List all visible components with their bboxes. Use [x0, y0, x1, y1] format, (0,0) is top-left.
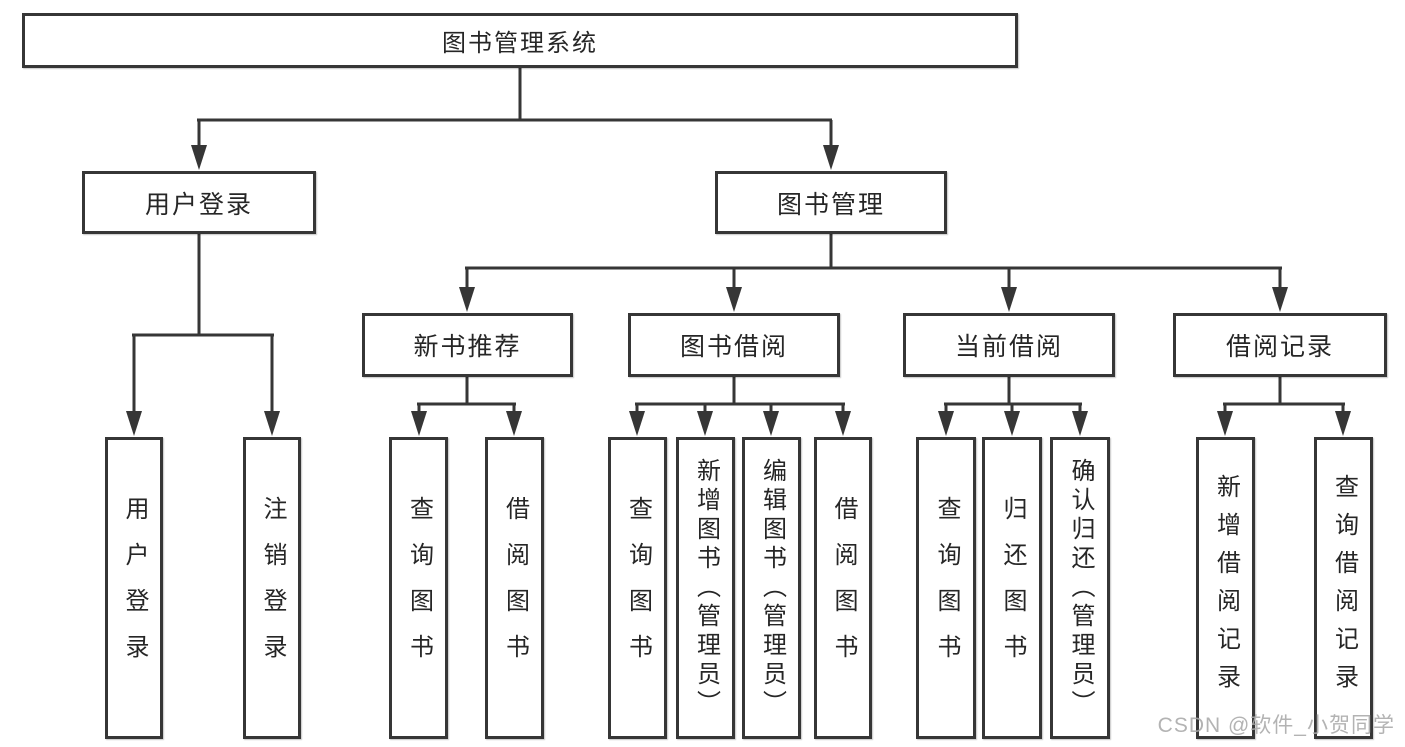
node-label: 注销登录	[259, 496, 286, 680]
node-label: 编辑图书（管理员）	[758, 457, 786, 719]
leaf-logout: 注销登录	[243, 437, 301, 739]
node-label: 图书借阅	[679, 333, 788, 361]
arrowhead	[264, 411, 280, 436]
node-new-book-recommend: 新书推荐	[362, 313, 573, 377]
node-label: 新书推荐	[413, 333, 522, 361]
arrowhead	[1272, 287, 1288, 312]
node-label: 查询图书	[405, 496, 433, 680]
leaf-borrow-query-book: 查询图书	[608, 437, 667, 739]
arrowhead	[191, 145, 207, 170]
node-user-login: 用户登录	[82, 171, 316, 234]
arrowhead	[823, 145, 839, 170]
node-borrow-records: 借阅记录	[1173, 313, 1387, 377]
node-label: 借阅图书	[830, 496, 857, 680]
node-label: 图书管理系统	[442, 30, 598, 57]
node-label: 查询借阅记录	[1330, 474, 1358, 702]
node-label: 新增借阅记录	[1212, 474, 1240, 702]
arrowhead	[506, 411, 522, 436]
node-label: 查询图书	[624, 496, 652, 680]
leaf-query-borrow-record: 查询借阅记录	[1314, 437, 1373, 739]
node-label: 用户登录	[144, 190, 253, 219]
arrowhead	[938, 411, 954, 436]
node-label: 用户登录	[121, 496, 148, 680]
connector-newbookrec-to-leaves	[417, 377, 516, 416]
node-book-borrow: 图书借阅	[628, 313, 840, 377]
arrowhead	[411, 411, 427, 436]
arrowhead	[1004, 411, 1020, 436]
leaf-user-login: 用户登录	[105, 437, 163, 739]
node-current-borrow: 当前借阅	[903, 313, 1115, 377]
connector-borrowrecords-to-leaves	[1223, 377, 1345, 416]
leaf-edit-book-admin: 编辑图书（管理员）	[742, 437, 801, 739]
leaf-current-query-book: 查询图书	[916, 437, 976, 739]
connector-userlogin-to-leaves	[132, 234, 274, 416]
leaf-recommend-query-book: 查询图书	[389, 437, 448, 739]
leaf-add-borrow-record: 新增借阅记录	[1196, 437, 1255, 739]
node-label: 查询图书	[933, 496, 960, 680]
node-label: 新增图书（管理员）	[692, 457, 720, 719]
connector-currentborrow-to-leaves	[944, 377, 1082, 416]
csdn-watermark: CSDN @软件_小贺同学	[1157, 714, 1395, 737]
node-label: 图书管理	[776, 190, 885, 219]
arrowhead	[1335, 411, 1351, 436]
arrowhead	[459, 287, 475, 312]
leaf-recommend-borrow-book: 借阅图书	[485, 437, 544, 739]
node-label: 当前借阅	[954, 333, 1063, 361]
arrowhead	[126, 411, 142, 436]
arrowhead	[697, 411, 713, 436]
arrowhead	[629, 411, 645, 436]
node-label: 归还图书	[999, 496, 1026, 680]
node-book-management: 图书管理	[715, 171, 947, 234]
arrowhead	[1217, 411, 1233, 436]
leaf-return-book: 归还图书	[982, 437, 1042, 739]
arrowhead	[763, 411, 779, 436]
leaf-borrow-book: 借阅图书	[814, 437, 872, 739]
arrowhead	[726, 287, 742, 312]
connector-bookborrow-to-leaves	[635, 377, 845, 416]
node-label: 借阅记录	[1225, 333, 1334, 361]
arrowhead	[835, 411, 851, 436]
connector-root-to-level2	[197, 68, 833, 150]
arrowhead	[1001, 287, 1017, 312]
node-label: 确认归还（管理员）	[1067, 457, 1094, 719]
node-root-system: 图书管理系统	[22, 13, 1018, 68]
leaf-add-book-admin: 新增图书（管理员）	[676, 437, 735, 739]
leaf-confirm-return-admin: 确认归还（管理员）	[1050, 437, 1110, 739]
arrowhead	[1072, 411, 1088, 436]
node-label: 借阅图书	[501, 496, 529, 680]
connector-bookmgmt-to-level3	[465, 234, 1282, 292]
